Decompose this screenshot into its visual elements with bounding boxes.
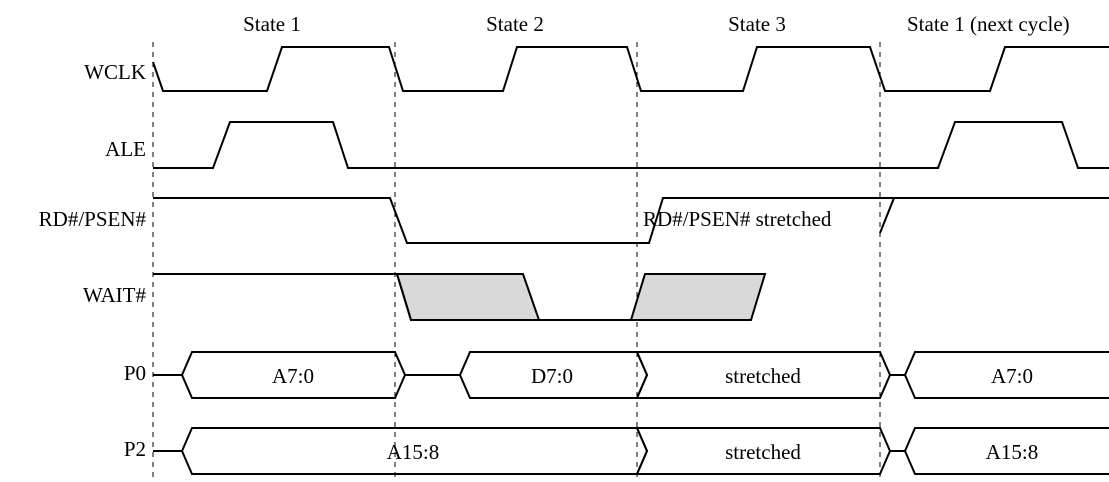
wait-label: WAIT# [83,283,146,307]
wait-line [153,273,751,321]
wclk-waveform [152,46,1109,92]
p0-label: P0 [124,361,146,385]
p0-address-label: A7:0 [272,364,314,388]
state-2-label: State 2 [486,12,544,36]
p0-stretched-label: stretched [725,364,801,388]
state-1-label: State 1 [243,12,301,36]
state-1-next-label: State 1 (next cycle) [907,12,1070,36]
p2-address-segment-next [903,427,1109,475]
state-headers: State 1 State 2 State 3 State 1 (next cy… [243,12,1070,36]
state-3-label: State 3 [728,12,786,36]
rdpsen-waveform [153,197,1109,244]
p0-bus: A7:0 D7:0 stretched A7:0 [153,351,1109,399]
wait-waveform [153,273,767,321]
p0-address-segment-next [903,351,1109,399]
p2-label: P2 [124,437,146,461]
p0-address-label-next: A7:0 [991,364,1033,388]
state-boundaries [152,42,881,482]
ale-waveform [153,121,1109,169]
wait-shade-state-3 [629,273,767,321]
p2-stretched-label: stretched [725,440,801,464]
wait-shade-state-2 [395,273,541,321]
signal-names: WCLK ALE RD#/PSEN# WAIT# P0 P2 [39,60,147,461]
rdpsen-return-edge [879,197,895,234]
wclk-label: WCLK [84,60,146,84]
rdpsen-label: RD#/PSEN# [39,207,147,231]
ale-label: ALE [105,137,146,161]
p2-bus: A15:8 stretched A15:8 [153,427,1109,475]
rdpsen-stretched-note: RD#/PSEN# stretched [643,207,832,231]
p2-address-label-next: A15:8 [986,440,1039,464]
p2-address-label: A15:8 [387,440,440,464]
p0-data-label: D7:0 [531,364,573,388]
